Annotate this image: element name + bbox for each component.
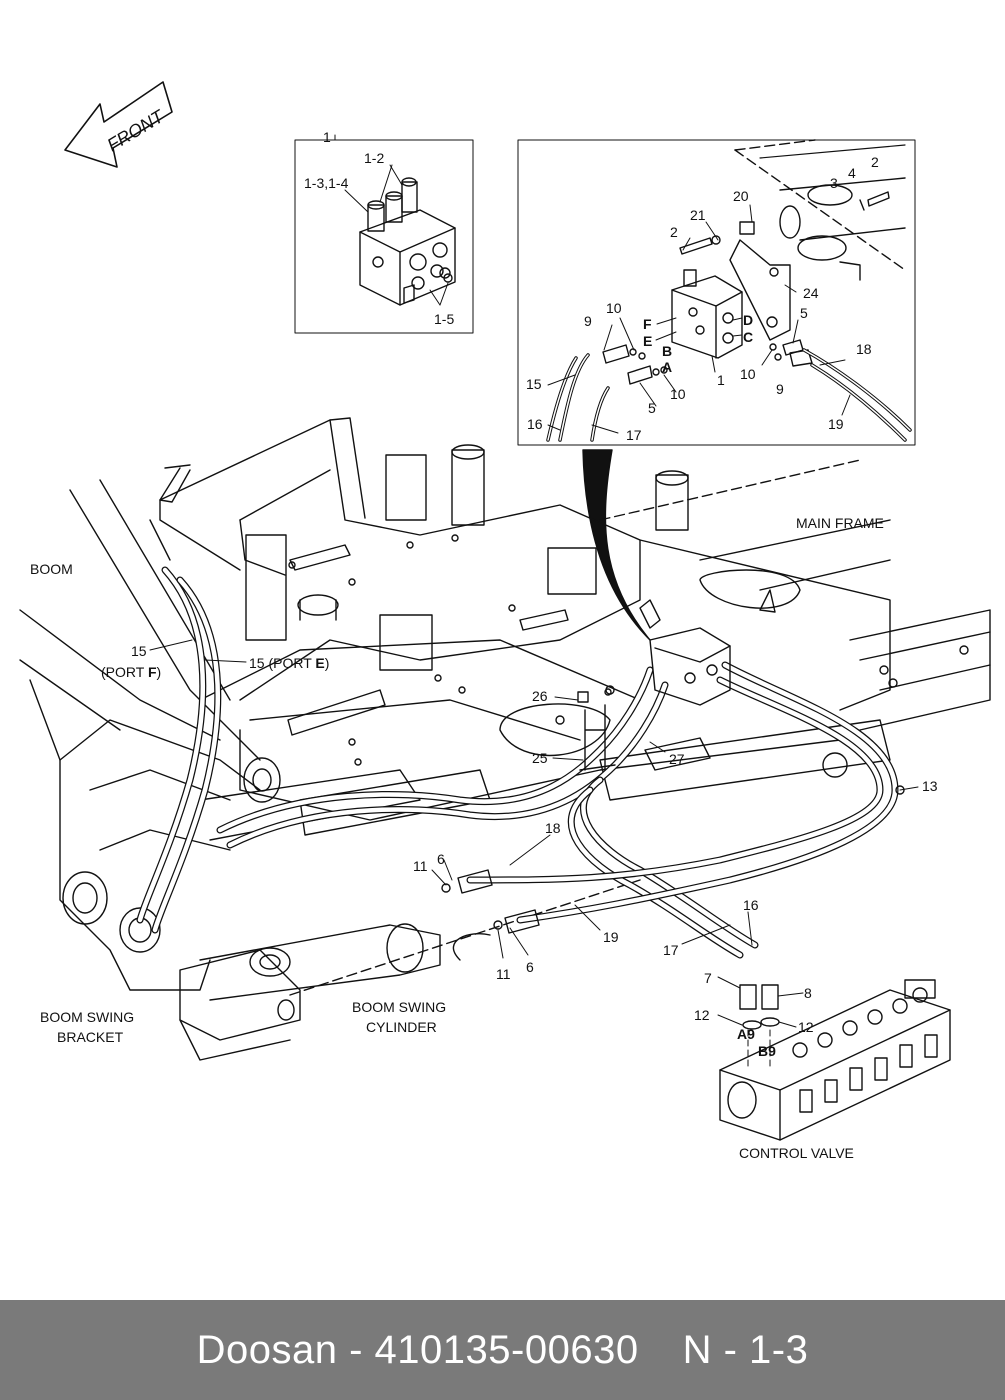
boom-swing-cylinder-label: BOOM SWING (352, 999, 446, 1015)
inset-right-label: 4 (848, 165, 856, 181)
footer-page-ref: N - 1-3 (682, 1327, 809, 1372)
inset-right-label: A (662, 359, 672, 375)
main-frame-label: MAIN FRAME (796, 515, 884, 531)
port-f-number: 15 (131, 643, 147, 659)
callout: 19 (603, 929, 619, 945)
callout: 13 (922, 778, 938, 794)
callout: 16 (743, 897, 759, 913)
inset-right-label: 5 (648, 400, 656, 416)
inset-left-frame (294, 139, 474, 334)
inset-right-label: D (743, 312, 753, 328)
callout: 27 (669, 751, 685, 767)
callout: 17 (663, 942, 679, 958)
control-valve-drawing (719, 979, 951, 1141)
main-frame-drawing (159, 417, 991, 836)
boom-swing-bracket-label: BOOM SWING (40, 1009, 134, 1025)
inset-right-detail (546, 139, 912, 442)
inset-right-label: 18 (856, 341, 872, 357)
inset-right-label: 2 (670, 224, 678, 240)
callout: 7 (704, 970, 712, 986)
valve-block-drawing (359, 177, 456, 306)
callout: 8 (804, 985, 812, 1001)
boom-swing-bracket-label: BRACKET (57, 1029, 124, 1045)
callout: 12 (798, 1019, 814, 1035)
inset-right-label: F (643, 316, 652, 332)
inset-right-label: B (662, 343, 672, 359)
inset-right-label: 2 (871, 154, 879, 170)
parts-diagram: FRONT 1 1-2 1-3,1-4 1-5 2 3 4 20 21 2 24… (19, 81, 991, 1161)
inset-right-frame (517, 139, 916, 446)
callout: 11 (496, 966, 511, 982)
front-label: FRONT (104, 105, 169, 155)
inset-right-label: C (743, 329, 753, 345)
boom-drawing (19, 479, 641, 1061)
footer-bar: Doosan - 410135-00630 N - 1-3 (0, 1300, 1005, 1400)
callout: B9 (758, 1043, 776, 1059)
callout: 11 (413, 858, 428, 874)
inset-right-label: 24 (803, 285, 819, 301)
inset-right-label: 10 (606, 300, 622, 316)
inset-left-label: 1-2 (364, 150, 384, 166)
inset-right-label: 16 (527, 416, 543, 432)
inset-right-label: 21 (690, 207, 706, 223)
inset-right-label: 9 (584, 313, 592, 329)
front-arrow-icon (64, 81, 173, 168)
inset-right-label: 10 (740, 366, 756, 382)
inset-right-label: 19 (828, 416, 844, 432)
callout: A9 (737, 1026, 755, 1042)
callout: 6 (437, 851, 445, 867)
inset-right-label: 20 (733, 188, 749, 204)
callout: 26 (532, 688, 548, 704)
inset-right-label: 9 (776, 381, 784, 397)
callout: 6 (526, 959, 534, 975)
inset-right-label: E (643, 333, 652, 349)
inset-right-label: 5 (800, 305, 808, 321)
port-f-label: (PORT F) (101, 664, 161, 680)
callout: 25 (532, 750, 548, 766)
footer-part-number: Doosan - 410135-00630 (196, 1327, 639, 1372)
inset-right-label: 10 (670, 386, 686, 402)
callout: 18 (545, 820, 561, 836)
port-e-label: 15 (PORT E) (249, 655, 329, 671)
inset-left-title: 1 (323, 129, 331, 145)
inset-left-label: 1-5 (434, 311, 454, 327)
inset-right-label: 17 (626, 427, 642, 443)
leader-lines (149, 639, 919, 1028)
callout: 12 (694, 1007, 710, 1023)
boom-swing-cylinder-label: CYLINDER (366, 1019, 437, 1035)
inset-right-label: 3 (830, 175, 838, 191)
control-valve-label: CONTROL VALVE (739, 1145, 854, 1161)
hose-routing (136, 566, 905, 959)
inset-right-label: 1 (717, 372, 725, 388)
boom-label: BOOM (30, 561, 73, 577)
inset-left-label: 1-3,1-4 (304, 175, 349, 191)
inset-right-label: 15 (526, 376, 542, 392)
